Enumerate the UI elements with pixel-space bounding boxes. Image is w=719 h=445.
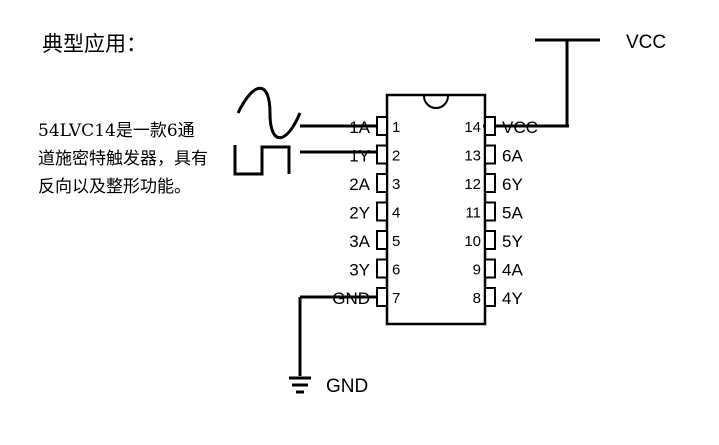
pin-11-lead — [484, 201, 496, 222]
pin-6: 6 3Y — [349, 258, 400, 280]
pin-9-name: 4A — [502, 261, 523, 280]
pin-6-lead — [376, 258, 388, 279]
pin-9: 9 4A — [473, 258, 523, 280]
ground-symbol-icon — [289, 376, 311, 394]
pin-4: 4 2Y — [349, 201, 400, 223]
pin-10: 10 5Y — [464, 230, 523, 251]
pin-3: 3 2A — [349, 173, 400, 194]
pin-14-name: VCC — [502, 118, 538, 137]
pin-12-number: 12 — [464, 176, 481, 193]
pin-8-name: 4Y — [502, 289, 523, 308]
right-pins: 14 VCC 13 6A 12 6Y 11 5A 10 5Y 9 4A 8 4Y — [464, 116, 538, 308]
pin-4-number: 4 — [392, 205, 400, 222]
pin-6-name: 3Y — [349, 261, 370, 280]
pin-7-lead — [376, 287, 388, 307]
pin-3-name: 2A — [349, 175, 370, 194]
pin-14-lead — [484, 116, 496, 136]
pin-2-lead — [376, 144, 388, 165]
pin-4-name: 2Y — [349, 204, 370, 223]
signal-lines — [300, 124, 381, 154]
pin-6-number: 6 — [392, 262, 400, 279]
pin-5-number: 5 — [392, 233, 400, 250]
description: 54LVC14是一款6通道施密特触发器，具有反向以及整形功能。 — [38, 121, 208, 197]
pin-13: 13 6A — [464, 144, 523, 166]
gnd-rail — [298, 295, 381, 376]
pin-4-lead — [376, 201, 388, 222]
pin-11-number: 11 — [465, 205, 481, 222]
vcc-label: VCC — [626, 32, 666, 53]
pin-14: 14 VCC — [464, 116, 538, 137]
pin-5-name: 3A — [349, 232, 370, 251]
pin-12-lead — [484, 173, 496, 193]
heading: 典型应用： — [42, 32, 147, 56]
pin-1-lead — [376, 116, 388, 136]
pin-3-lead — [376, 173, 388, 193]
pin-2-name: 1Y — [349, 147, 370, 166]
pin-1-name: 1A — [349, 118, 370, 137]
pin-7-number: 7 — [392, 290, 400, 307]
pin-1: 1 1A — [349, 116, 400, 137]
pin-12-name: 6Y — [502, 175, 523, 194]
pin-11-name: 5A — [502, 204, 523, 223]
gnd-label: GND — [326, 376, 368, 397]
pin-2-number: 2 — [392, 148, 400, 165]
pin-9-lead — [484, 258, 496, 279]
pin-14-number: 14 — [464, 119, 481, 136]
pin-10-lead — [484, 230, 496, 250]
pin-11: 11 5A — [465, 201, 523, 223]
pin-13-number: 13 — [464, 148, 481, 165]
pin-5: 5 3A — [349, 230, 400, 251]
ic-notch — [423, 95, 449, 109]
pin-5-lead — [376, 230, 388, 250]
left-pins: 1 1A 2 1Y 3 2A 4 2Y 5 3A 6 3Y 7 GND — [332, 116, 400, 308]
sine-wave-icon — [236, 86, 302, 140]
pin-1-number: 1 — [392, 119, 400, 136]
pin-3-number: 3 — [392, 176, 400, 193]
pin-13-name: 6A — [502, 147, 523, 166]
pin-7-name: GND — [332, 289, 370, 308]
pin-10-number: 10 — [464, 233, 481, 250]
pin-10-name: 5Y — [502, 232, 523, 251]
pin-8-number: 8 — [473, 290, 481, 307]
square-wave-icon — [233, 145, 291, 176]
pin-2: 2 1Y — [349, 144, 400, 166]
vcc-rail — [483, 38, 600, 128]
pin-7: 7 GND — [332, 287, 400, 308]
pin-13-lead — [484, 144, 496, 165]
pin-8-lead — [484, 287, 496, 307]
pin-8: 8 4Y — [473, 287, 523, 308]
pin-12: 12 6Y — [464, 173, 523, 194]
pin-9-number: 9 — [473, 262, 481, 279]
